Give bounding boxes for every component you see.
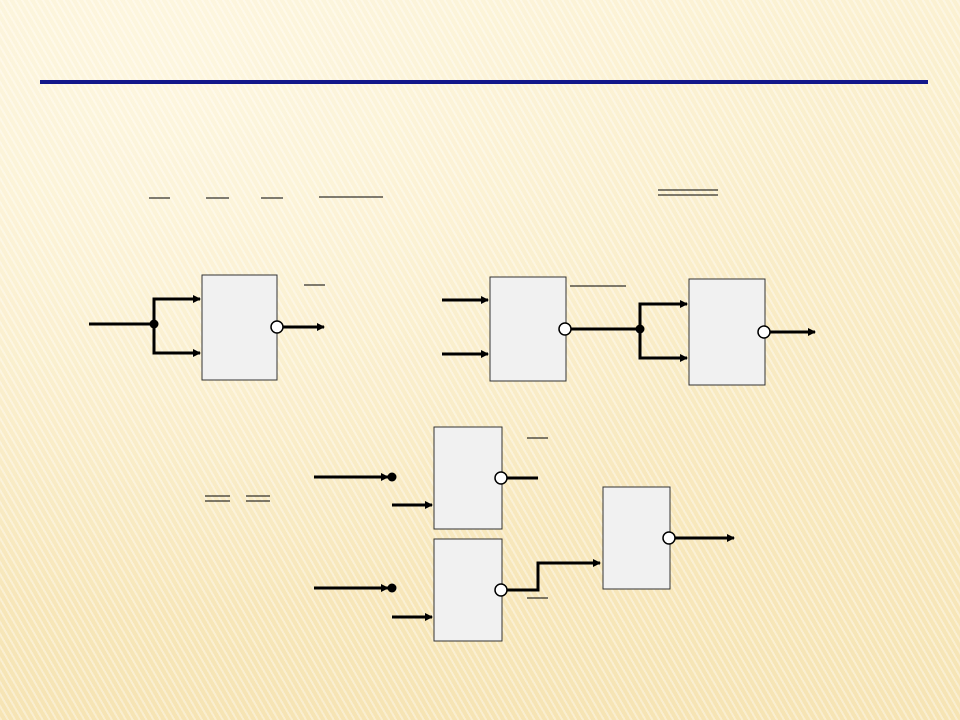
nand-gate-6 <box>602 486 671 590</box>
nand-gate-5 <box>433 538 503 642</box>
nand-gate-4 <box>433 426 503 530</box>
diagram-nand-nand <box>442 276 816 386</box>
link-wire-bottom <box>507 559 601 592</box>
nand-gate-3 <box>688 278 766 386</box>
input-branch-bottom <box>152 324 201 357</box>
output-bubble-5 <box>494 583 508 597</box>
junction-dot-3 <box>387 472 397 482</box>
output-bubble-4 <box>494 471 508 485</box>
nand-gate-2 <box>489 276 567 382</box>
junction-dot-4 <box>387 583 397 593</box>
output-bubble-3 <box>757 325 771 339</box>
formula-overbars-right <box>658 189 718 196</box>
diagram-nand-inverter <box>89 274 325 381</box>
output-bubble-2 <box>558 322 572 336</box>
output-bubble <box>270 320 284 334</box>
title-underline <box>40 80 928 84</box>
nand-gate-1 <box>201 274 278 381</box>
diagram-two-nands-into-nand <box>205 426 735 642</box>
branch-bottom-2 <box>638 329 688 362</box>
input-branch-top <box>152 295 201 324</box>
branch-top-2 <box>638 300 688 329</box>
formula-overbars-left <box>149 196 383 199</box>
output-bubble-6 <box>662 531 676 545</box>
